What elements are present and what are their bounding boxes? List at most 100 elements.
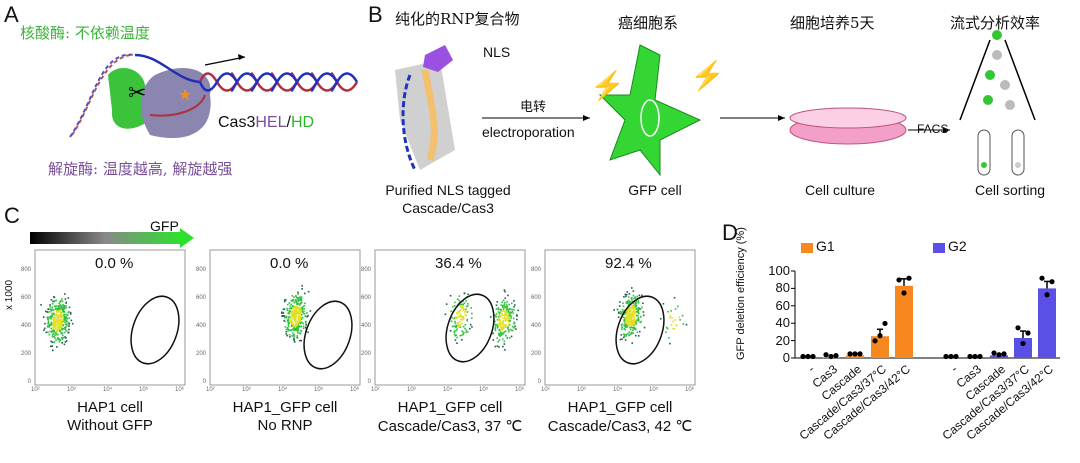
event-dot [508,316,511,319]
event-dot [631,319,633,321]
event-dot [296,302,299,305]
event-dot [299,332,302,335]
event-dot [464,314,466,316]
event-dot [628,334,630,337]
y-tick-label: 600 [530,295,541,301]
event-dot [62,317,65,320]
event-dot [293,301,296,304]
event-dot [307,290,310,293]
event-dot [64,323,67,326]
replicate-point [852,351,858,357]
event-dot [507,329,510,331]
event-dot [634,334,637,337]
gfp-cell-label: GFP cell [628,182,682,198]
event-dot [628,307,630,309]
event-dot [45,331,48,334]
event-dot [506,311,509,314]
event-dot [68,325,70,327]
event-dot [290,322,293,325]
event-dot [283,315,286,317]
event-dot [57,307,59,310]
event-dot [456,317,458,319]
culture-arrowhead [778,115,785,121]
replicate-point [972,353,978,360]
event-dot [302,305,304,308]
event-dot [300,296,303,298]
event-dot [55,307,57,310]
event-dot [497,316,500,318]
event-dot [289,336,291,338]
event-dot [49,304,51,306]
event-dot [495,316,497,318]
event-dot [68,328,70,331]
event-dot [303,310,305,313]
event-dot [293,305,295,308]
event-dot [293,341,296,343]
event-dot [296,330,299,333]
event-dot [662,302,665,305]
event-dot [299,319,302,322]
event-dot [294,311,297,314]
event-dot [300,325,302,328]
event-dot [507,327,509,330]
event-dot [626,323,629,326]
event-dot [65,316,68,318]
event-dot [302,327,305,330]
event-dot [634,306,636,309]
event-dot [454,325,456,328]
event-dot [637,318,640,320]
gate-percent: 0.0 % [95,255,134,272]
event-dot [287,325,290,327]
event-dot [504,307,507,309]
event-dot [52,295,55,298]
event-dot [292,307,294,310]
x-tick-label: 10⁵ [649,387,659,393]
event-dot [301,310,304,313]
event-dot [494,326,497,328]
event-dot [290,306,293,309]
event-dot [630,320,632,322]
event-dot [502,324,505,327]
step-2-title: 癌细胞系 [618,14,679,32]
event-dot [59,326,62,328]
event-dot [631,307,633,310]
event-dot [288,311,291,313]
event-dot [454,334,457,337]
event-dot [298,312,300,315]
event-dot [628,302,631,305]
event-dot [450,310,452,313]
event-dot [452,305,454,308]
event-dot [302,322,305,325]
non-gfp-cell-in-tube [1015,162,1021,168]
hel-text: HEL [255,114,287,131]
event-dot [465,305,468,308]
event-dot [69,311,72,314]
event-dot [47,308,49,310]
event-dot [306,312,308,314]
event-dot [494,320,496,323]
x-tick-label: 10³ [242,387,251,393]
event-dot [56,314,59,317]
event-dot [501,328,504,331]
event-dot [295,323,298,326]
event-dot [502,308,505,310]
event-dot [68,323,71,325]
legend-g2-label: G2 [948,238,967,254]
event-dot [63,305,66,307]
event-dot [675,324,678,327]
event-dot [64,336,66,338]
event-dot [632,315,634,317]
event-dot [56,311,59,313]
legend-g1-swatch [801,243,813,253]
event-dot [309,310,312,312]
replicate-point [906,275,912,281]
event-dot [298,307,301,310]
event-dot [293,328,296,331]
event-dot [63,343,66,346]
event-dot [65,305,67,307]
event-dot [500,326,503,329]
event-dot [449,294,452,297]
x-tick-label: 10² [206,387,215,393]
event-dot [297,311,300,314]
